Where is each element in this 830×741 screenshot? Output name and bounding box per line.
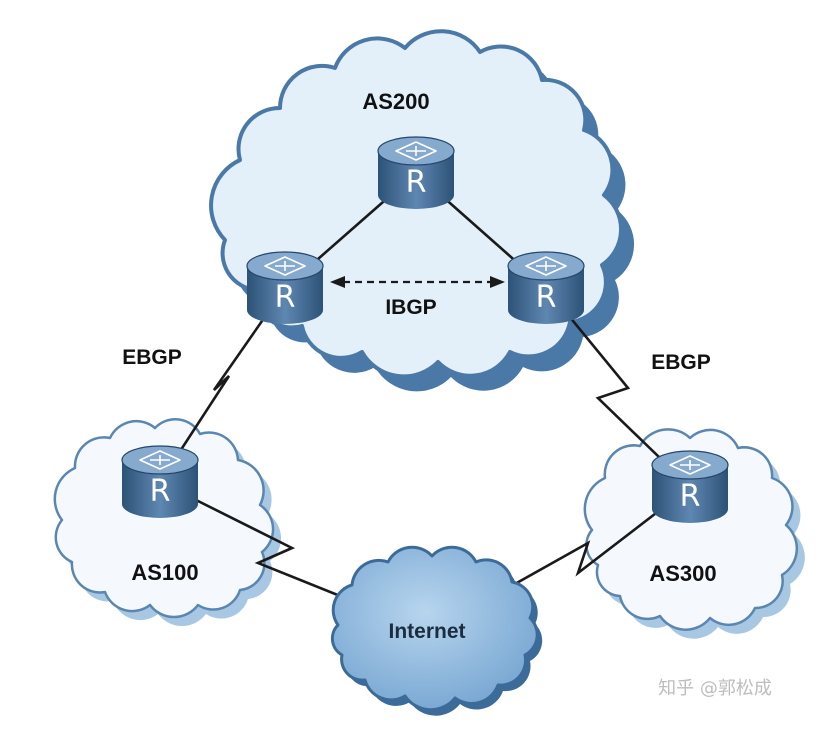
router-arrows-icon <box>669 455 711 475</box>
link-as300-to-internet <box>488 485 692 600</box>
router-label: R <box>275 280 296 315</box>
watermark: 知乎 @郭松成 <box>658 678 772 699</box>
router-as200-top: R <box>377 136 455 209</box>
router-arrows-icon <box>139 450 181 470</box>
router-as200-left: R <box>246 251 324 324</box>
as300-label: AS300 <box>649 561 716 586</box>
router-label: R <box>536 280 557 315</box>
arrowhead-right-icon <box>490 276 505 288</box>
router-arrows-icon <box>395 141 437 161</box>
router-label: R <box>150 474 171 509</box>
as200-label: AS200 <box>362 89 429 114</box>
ebgp-link-as200-to-as100 <box>158 286 287 484</box>
router-arrows-icon <box>525 256 567 276</box>
cloud-as300 <box>583 428 805 639</box>
ebgp-left-label: EBGP <box>122 346 182 369</box>
cloud-as100-body <box>53 418 275 619</box>
cloud-as300-body <box>583 428 799 631</box>
arrowhead-left-icon <box>330 276 345 288</box>
router-as100: R <box>121 445 199 518</box>
router-as200-right: R <box>507 251 585 324</box>
cloud-as200 <box>209 29 635 392</box>
cloud-internet-body <box>330 545 539 712</box>
labels: AS200 IBGP EBGP EBGP AS100 AS300 Interne… <box>122 89 716 643</box>
ebgp-right-label: EBGP <box>651 351 711 374</box>
router-as300: R <box>651 450 729 523</box>
ebgp-link-as200-to-as300 <box>544 286 692 489</box>
ibgp-label: IBGP <box>385 296 436 319</box>
as100-label: AS100 <box>131 560 198 585</box>
cloud-as100 <box>53 418 282 626</box>
cloud-internet <box>330 545 543 716</box>
link-as100-to-internet <box>158 480 372 610</box>
internet-label: Internet <box>388 620 465 643</box>
ibgp-session-arrow <box>330 276 505 288</box>
router-label: R <box>680 479 701 514</box>
router-label: R <box>406 165 427 200</box>
router-arrows-icon <box>264 256 306 276</box>
